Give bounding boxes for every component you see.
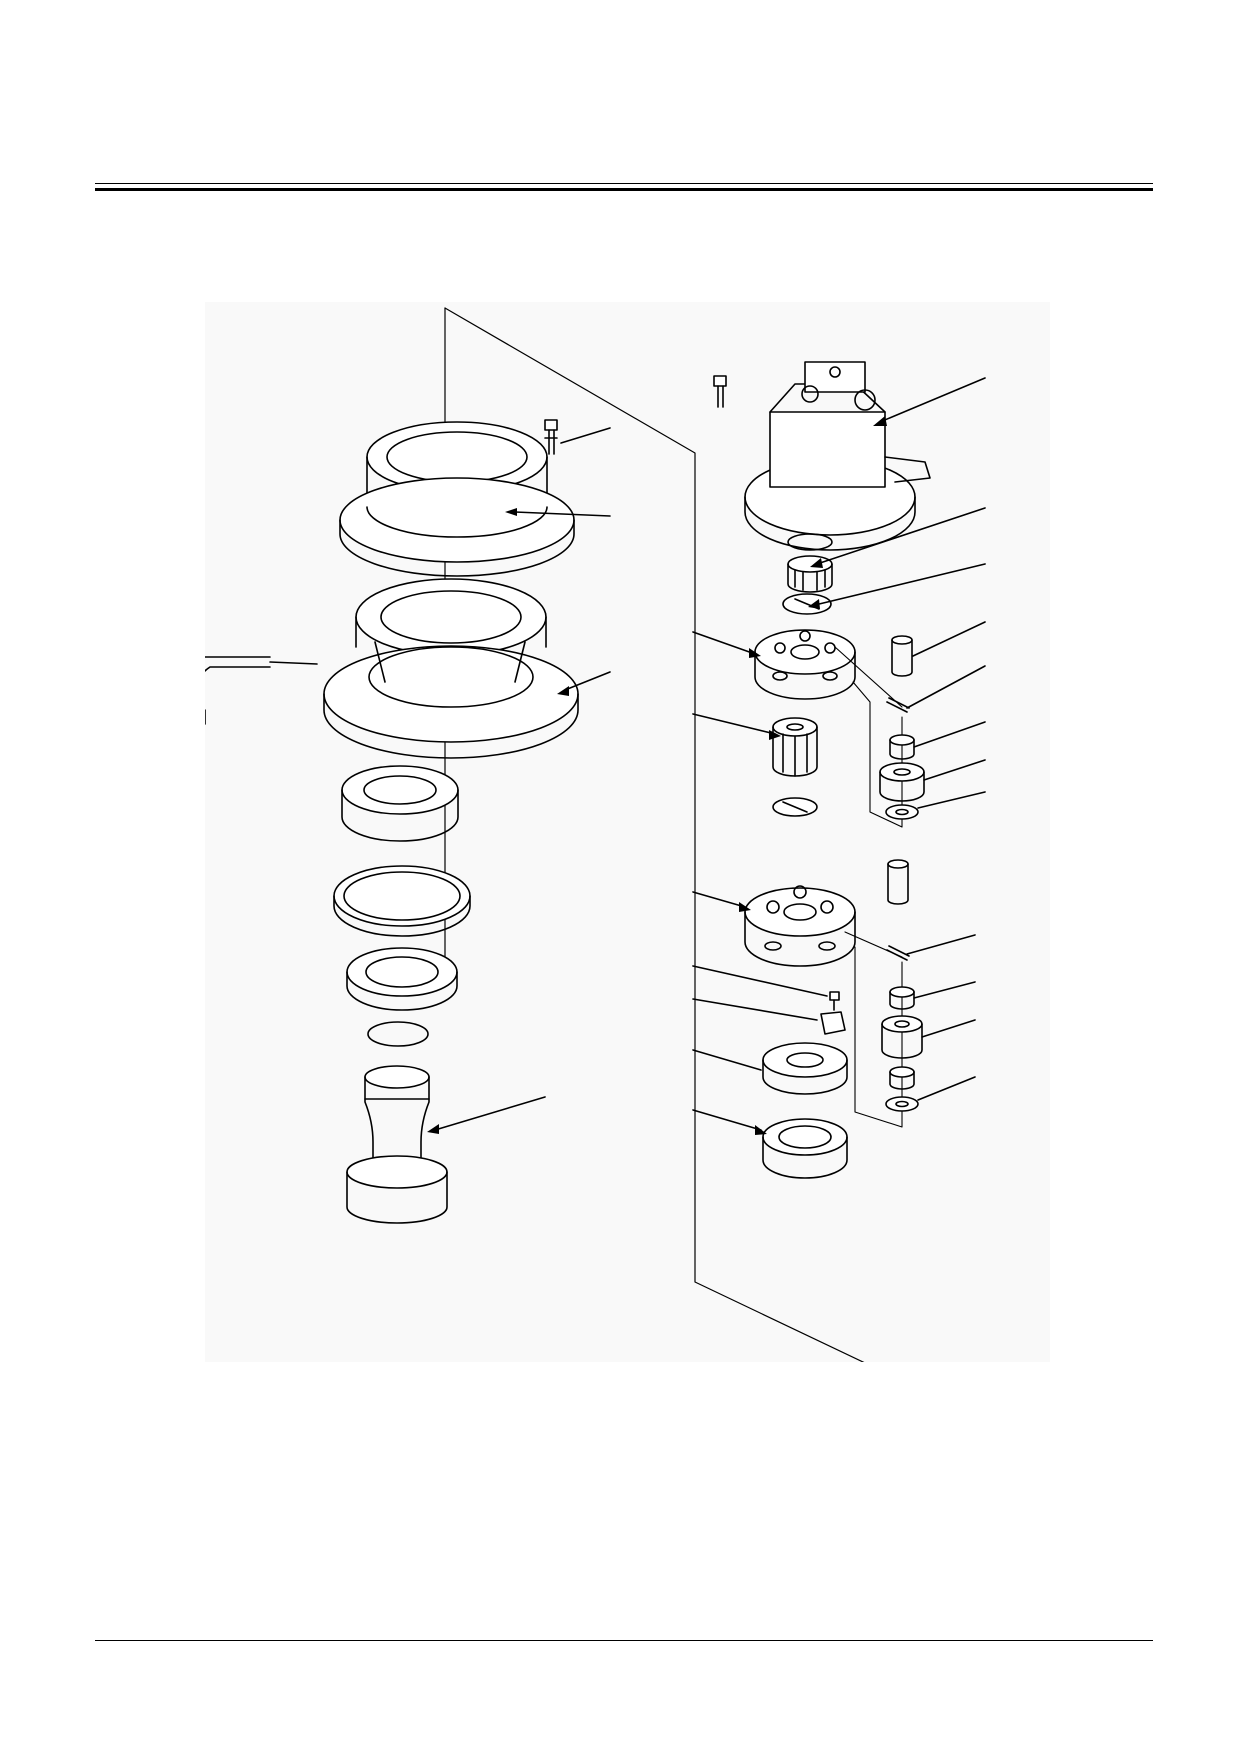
housing-icon [323,578,579,759]
footer-rule [95,1640,1153,1641]
bearing-icon [341,765,459,842]
leader-line [917,1076,976,1101]
grease-pipe-icon [205,656,318,673]
seal-cup-icon [346,947,458,1011]
lock-plate-icon [820,1011,846,1035]
oil-seal-ring-icon [333,865,471,937]
planet-set-1 [834,646,903,828]
leader-line [560,427,611,444]
pin-icon [887,859,909,905]
header-rule-thin [95,183,1153,184]
leader-line [917,791,986,809]
leader-line [692,1109,762,1131]
needle-bearing-icon [889,986,915,1010]
lock-bolt-icon [829,991,840,1011]
planet-gear-icon [881,1015,923,1059]
thrust-washer-icon [885,1096,919,1112]
leader-line [912,621,986,657]
needle-bearing-icon [889,734,915,760]
leader-line [514,511,611,517]
leader-line [921,1019,976,1038]
carrier-1-icon [754,629,856,700]
collar-icon [762,1042,848,1095]
thrust-plate-icon [782,593,832,615]
planet-set-2 [844,931,903,1128]
cap-screw-icon [544,419,558,455]
leader-line [814,563,986,606]
leader-line [692,631,756,655]
leader-line [913,981,976,999]
carrier-2-icon [744,885,856,967]
swing-motor-icon [744,361,931,551]
spring-pin-icon [886,945,910,961]
sun-gear-2-icon [772,717,818,817]
leader-line [692,713,776,735]
leader-line [816,507,986,565]
leader-line [906,665,986,709]
leader-line [906,934,976,955]
spring-pin-icon [886,697,910,713]
leader-line [879,377,986,423]
pinion-shaft-icon [346,1065,448,1224]
pin-icon [891,635,913,677]
leader-line [564,671,611,691]
needle-bearing-icon [889,1066,915,1090]
ring-gear-icon [339,421,575,577]
motor-bolt-icon [713,375,727,408]
leader-line [692,965,828,997]
header-rule-thick [95,188,1153,191]
leader-line [434,1096,546,1131]
exploded-view-figure [205,302,1050,1362]
leader-line [692,891,746,908]
roller-bearing-icon [762,1118,848,1179]
leader-line [923,759,986,781]
leader-line [692,1049,762,1071]
leader-line [913,721,986,748]
snap-ring-icon [787,533,833,551]
planet-gear-icon [879,762,925,802]
snap-ring-icon [367,1021,429,1047]
leader-line [692,998,818,1021]
thrust-washer-icon [885,804,919,820]
